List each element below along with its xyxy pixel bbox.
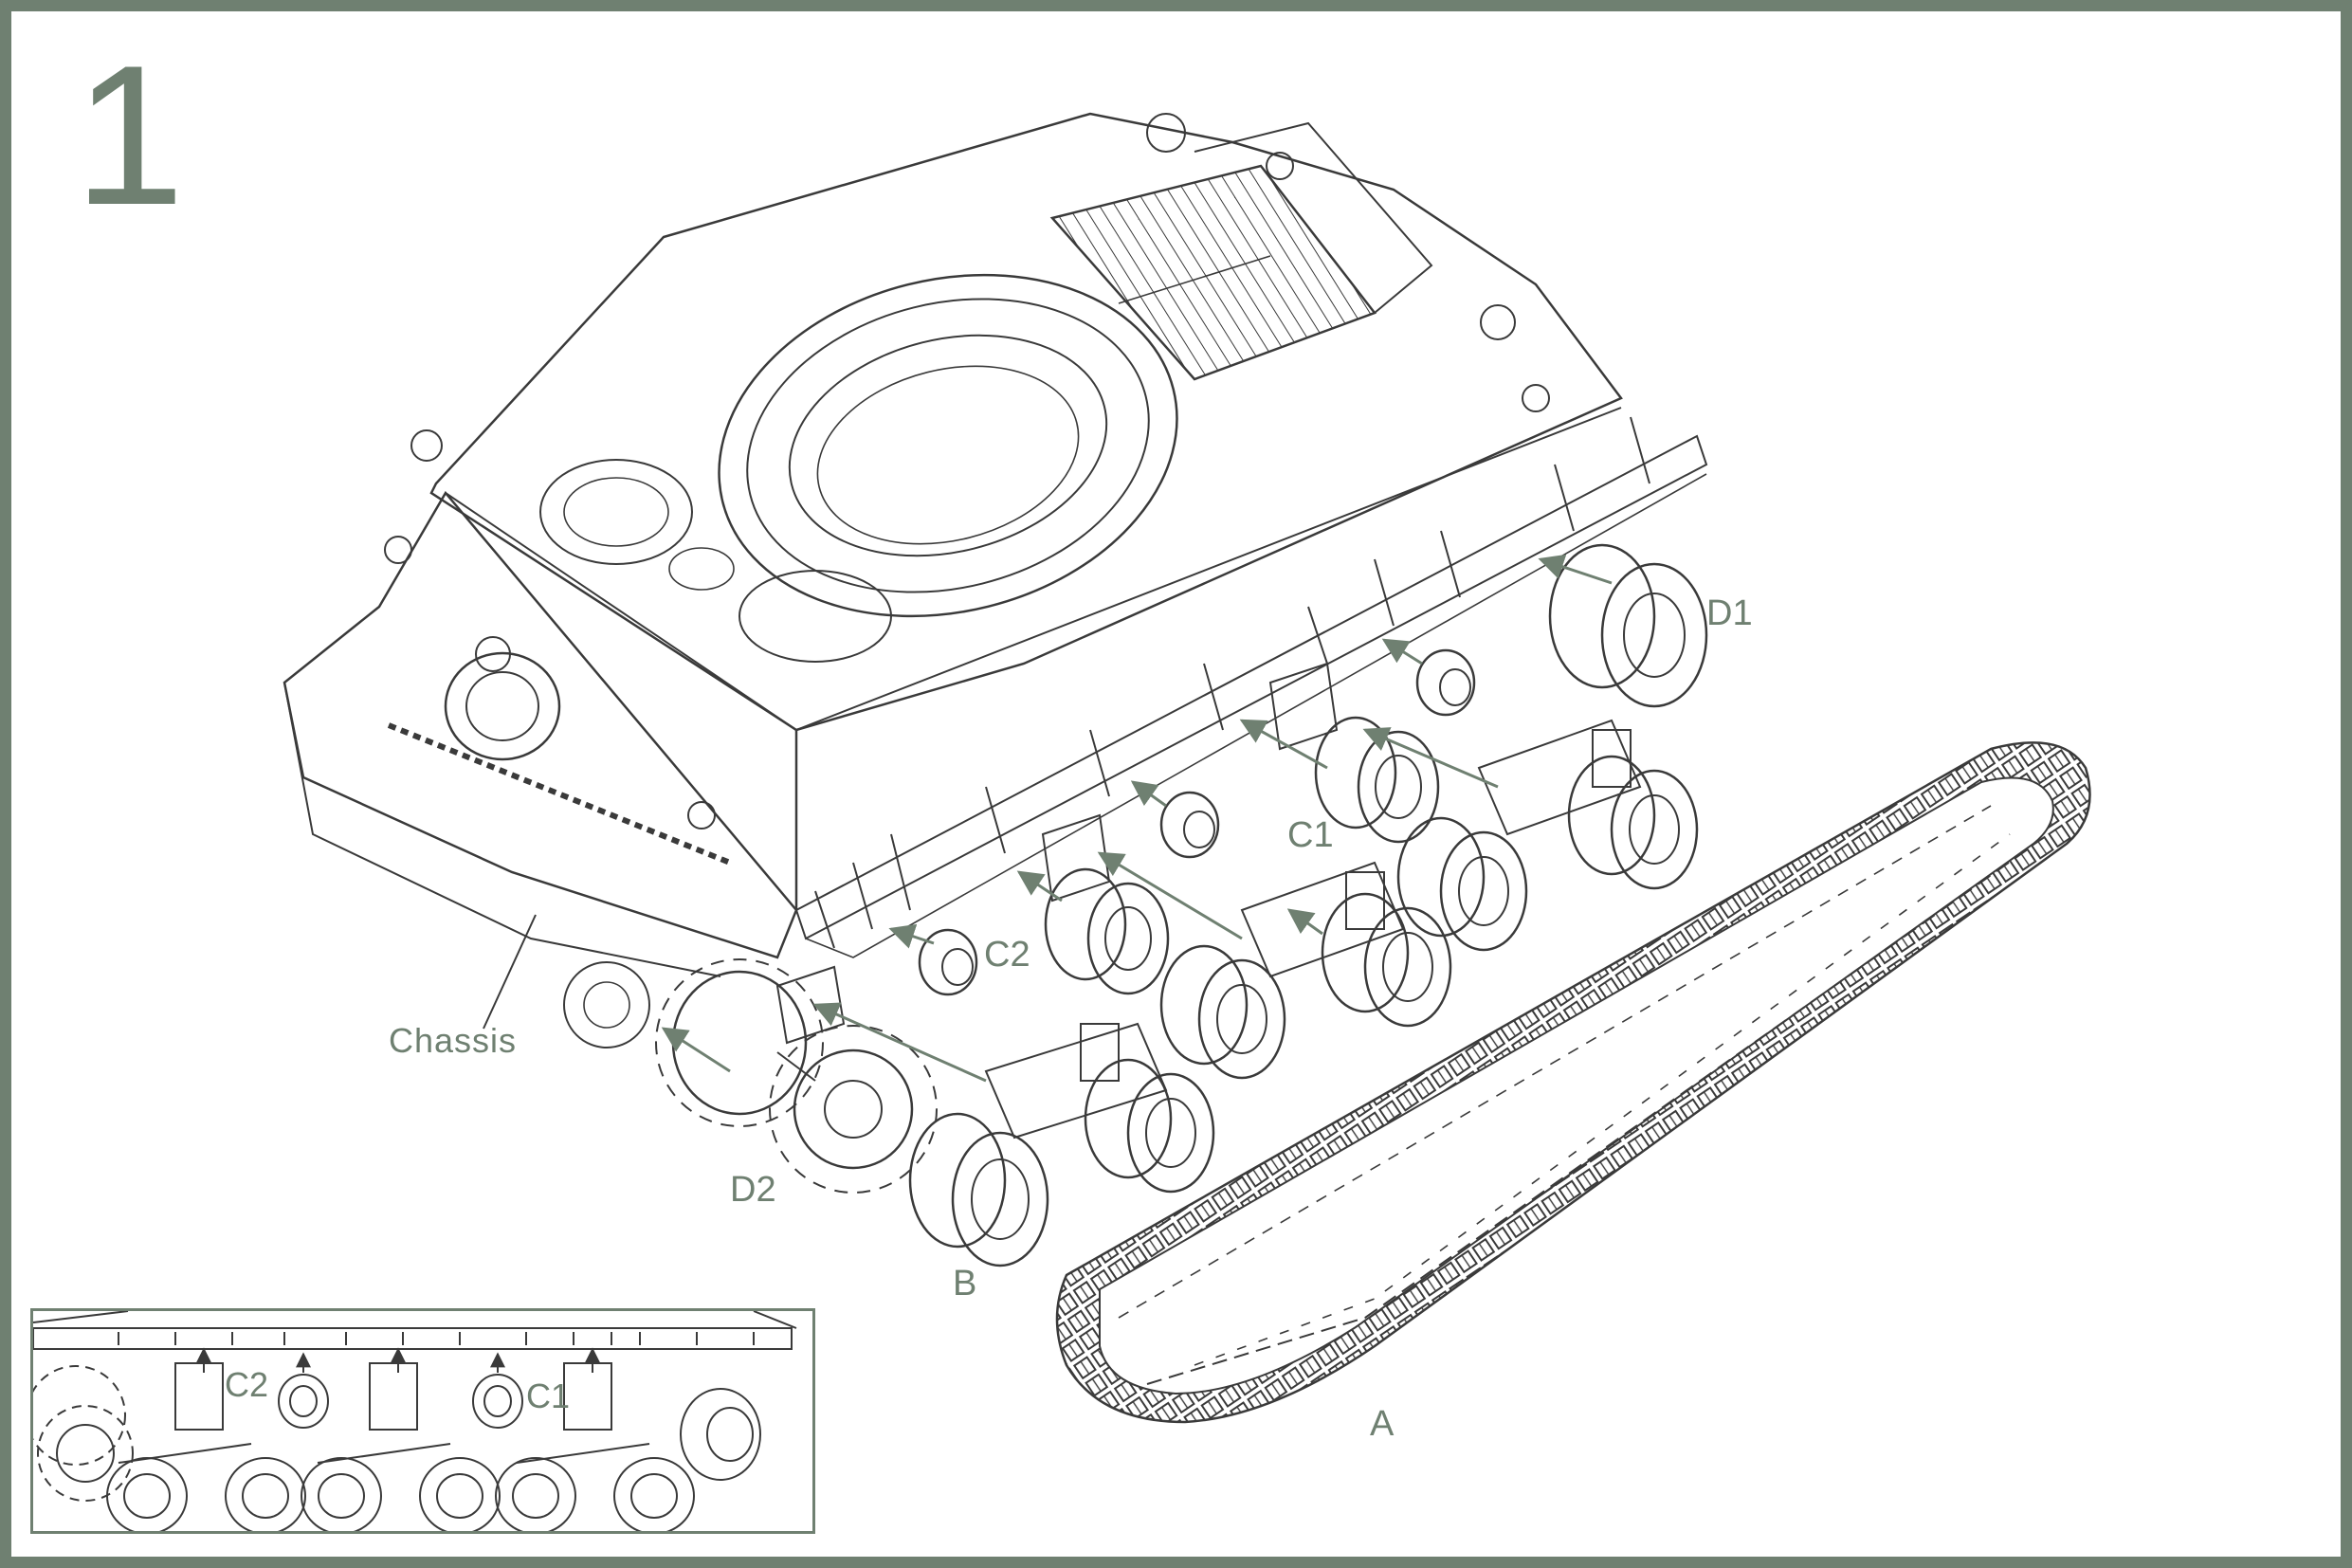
inset-label-c1: C1 [526,1377,571,1415]
inset-detail-view: C2 C1 [30,1308,815,1534]
bogie-front [908,1022,1215,1267]
label-c1: C1 [1287,815,1334,855]
label-b: B [953,1264,977,1304]
inset-label-c2: C2 [225,1365,269,1404]
track-assembly [1055,741,2091,1424]
assembly-arrows [661,554,1613,1083]
suspension-brackets [775,416,1650,1045]
label-a: A [1370,1404,1395,1444]
bogie-middle [1159,861,1452,1080]
return-rollers [918,648,1476,996]
road-wheels [908,543,1708,1267]
wheels-c1 [1044,716,1440,995]
inset-drawing [33,1311,797,1531]
step-number: 1 [74,24,185,246]
label-c2: C2 [984,935,1030,975]
idler-d1 [1548,543,1708,708]
label-d2: D2 [730,1170,776,1210]
bogie-rear [1396,719,1699,952]
label-chassis: Chassis [389,1021,518,1060]
label-d1: D1 [1706,593,1753,633]
hull-deck [283,112,1708,977]
drive-sprocket [563,958,938,1194]
chassis-leader-line [483,914,537,1030]
